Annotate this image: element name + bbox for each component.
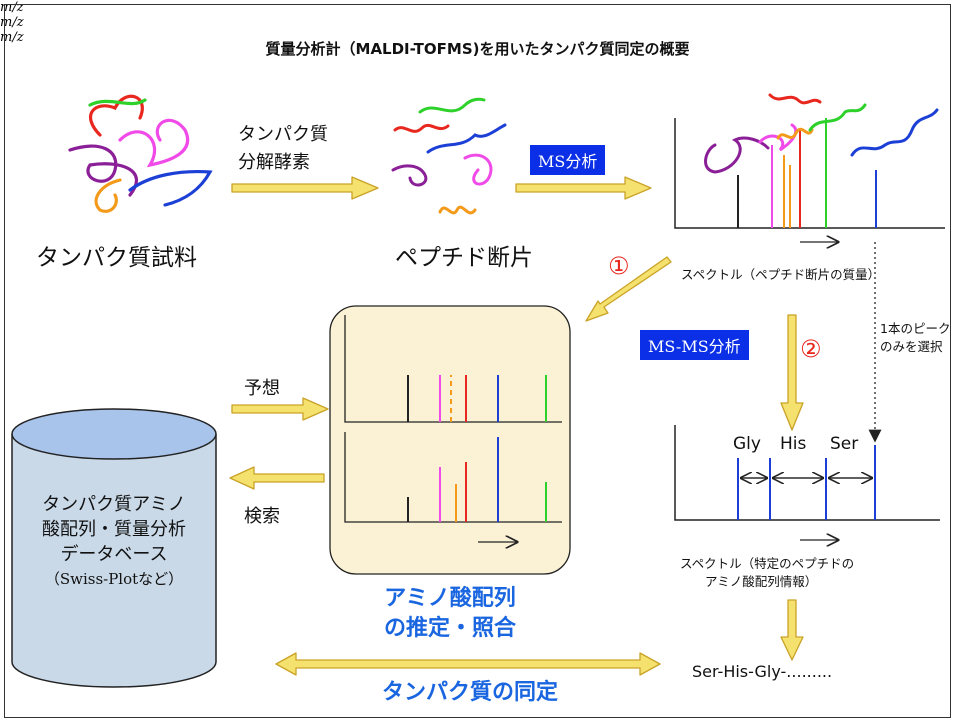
arrow-search	[229, 466, 325, 490]
msms-caption-1: スペクトル（特定のペプチドの	[680, 556, 855, 571]
msms-axes	[674, 425, 940, 521]
ms-frag-orange	[776, 127, 814, 140]
arrow-msms	[780, 314, 804, 431]
frag-magenta	[463, 153, 493, 186]
frag-green	[418, 97, 486, 114]
database-cylinder	[11, 408, 217, 688]
chain-green	[88, 98, 147, 107]
frag-red	[393, 123, 450, 133]
select-note-2: のみを選択	[880, 339, 943, 354]
db-bottom-curve	[11, 661, 217, 688]
predict-top-axes	[344, 315, 562, 423]
predict-bottom-axes	[344, 432, 562, 523]
db-top	[11, 408, 217, 460]
ms-frag-red	[768, 93, 822, 105]
ms-analysis-badge: MS分析	[530, 145, 606, 175]
db-label-3: データベース	[60, 544, 168, 565]
arrow-sequence	[780, 599, 804, 661]
label-ser: Ser	[830, 434, 859, 454]
chain-orange	[94, 178, 122, 213]
label-identification: タンパク質の同定	[381, 680, 558, 705]
db-label-2: 酸配列・質量分析	[42, 519, 186, 540]
ms-frag-magenta	[758, 123, 798, 152]
step2-marker: ②	[800, 335, 822, 363]
select-note-1: 1本のピーク	[880, 321, 951, 336]
db-body	[12, 434, 216, 662]
ms-mz-label: m/z	[0, 0, 24, 15]
label-predict: 予想	[244, 378, 280, 399]
label-protein-sample: タンパク質試料	[36, 245, 197, 271]
label-enzyme-1: タンパク質	[238, 124, 328, 145]
msms-analysis-badge: MS-MS分析	[640, 330, 749, 360]
ms-spectrum-plot	[674, 93, 945, 443]
chain-purple	[68, 144, 138, 197]
label-peptide-fragments: ペプチド断片	[395, 245, 533, 271]
amino-sequence: Ser-His-Gly-.........	[692, 662, 833, 681]
arrow-identification	[275, 652, 661, 676]
arrow-predict	[231, 397, 329, 421]
prediction-panel-bg	[329, 305, 571, 575]
arrow-ms	[515, 176, 652, 200]
flow-arrows	[229, 176, 804, 676]
chain-blue	[128, 170, 213, 207]
db-label-1: タンパク質アミノ	[42, 494, 186, 515]
step1-marker: ①	[608, 252, 630, 280]
label-estimate-2: の推定・照合	[383, 616, 516, 641]
ms-spectrum-caption: スペクトル（ペプチド断片の質量）	[681, 267, 881, 282]
chain-magenta	[118, 118, 190, 168]
ms-frag-blue	[850, 108, 939, 157]
frag-orange	[438, 205, 477, 215]
arrow-step1	[585, 256, 672, 322]
db-label-4: （Swiss-Plotなど）	[44, 570, 184, 588]
peptide-fragments-illustration	[391, 97, 507, 215]
label-his: His	[780, 434, 807, 454]
label-gly: Gly	[733, 434, 761, 454]
msms-mz-label: m/z	[0, 30, 24, 45]
frag-blue	[426, 123, 507, 154]
ms-frag-green	[808, 103, 867, 132]
predict-mz-label: m/z	[0, 15, 24, 30]
label-estimate-1: アミノ酸配列	[384, 586, 516, 611]
msms-caption-2: アミノ酸配列情報）	[705, 574, 818, 589]
ms-frag-purple	[704, 136, 770, 174]
ms-axes	[674, 118, 945, 229]
frag-purple	[391, 164, 428, 187]
label-enzyme-2: 分解酵素	[238, 152, 310, 173]
page-title: 質量分析計（MALDI-TOFMS)を用いたタンパク質同定の概要	[265, 40, 690, 58]
protein-sample-illustration	[68, 94, 213, 213]
arrow-enzyme	[231, 176, 379, 200]
msms-spectrum-plot	[674, 425, 940, 540]
prediction-panel	[329, 305, 571, 575]
outer-frame	[4, 4, 951, 718]
label-search: 検索	[244, 506, 280, 527]
